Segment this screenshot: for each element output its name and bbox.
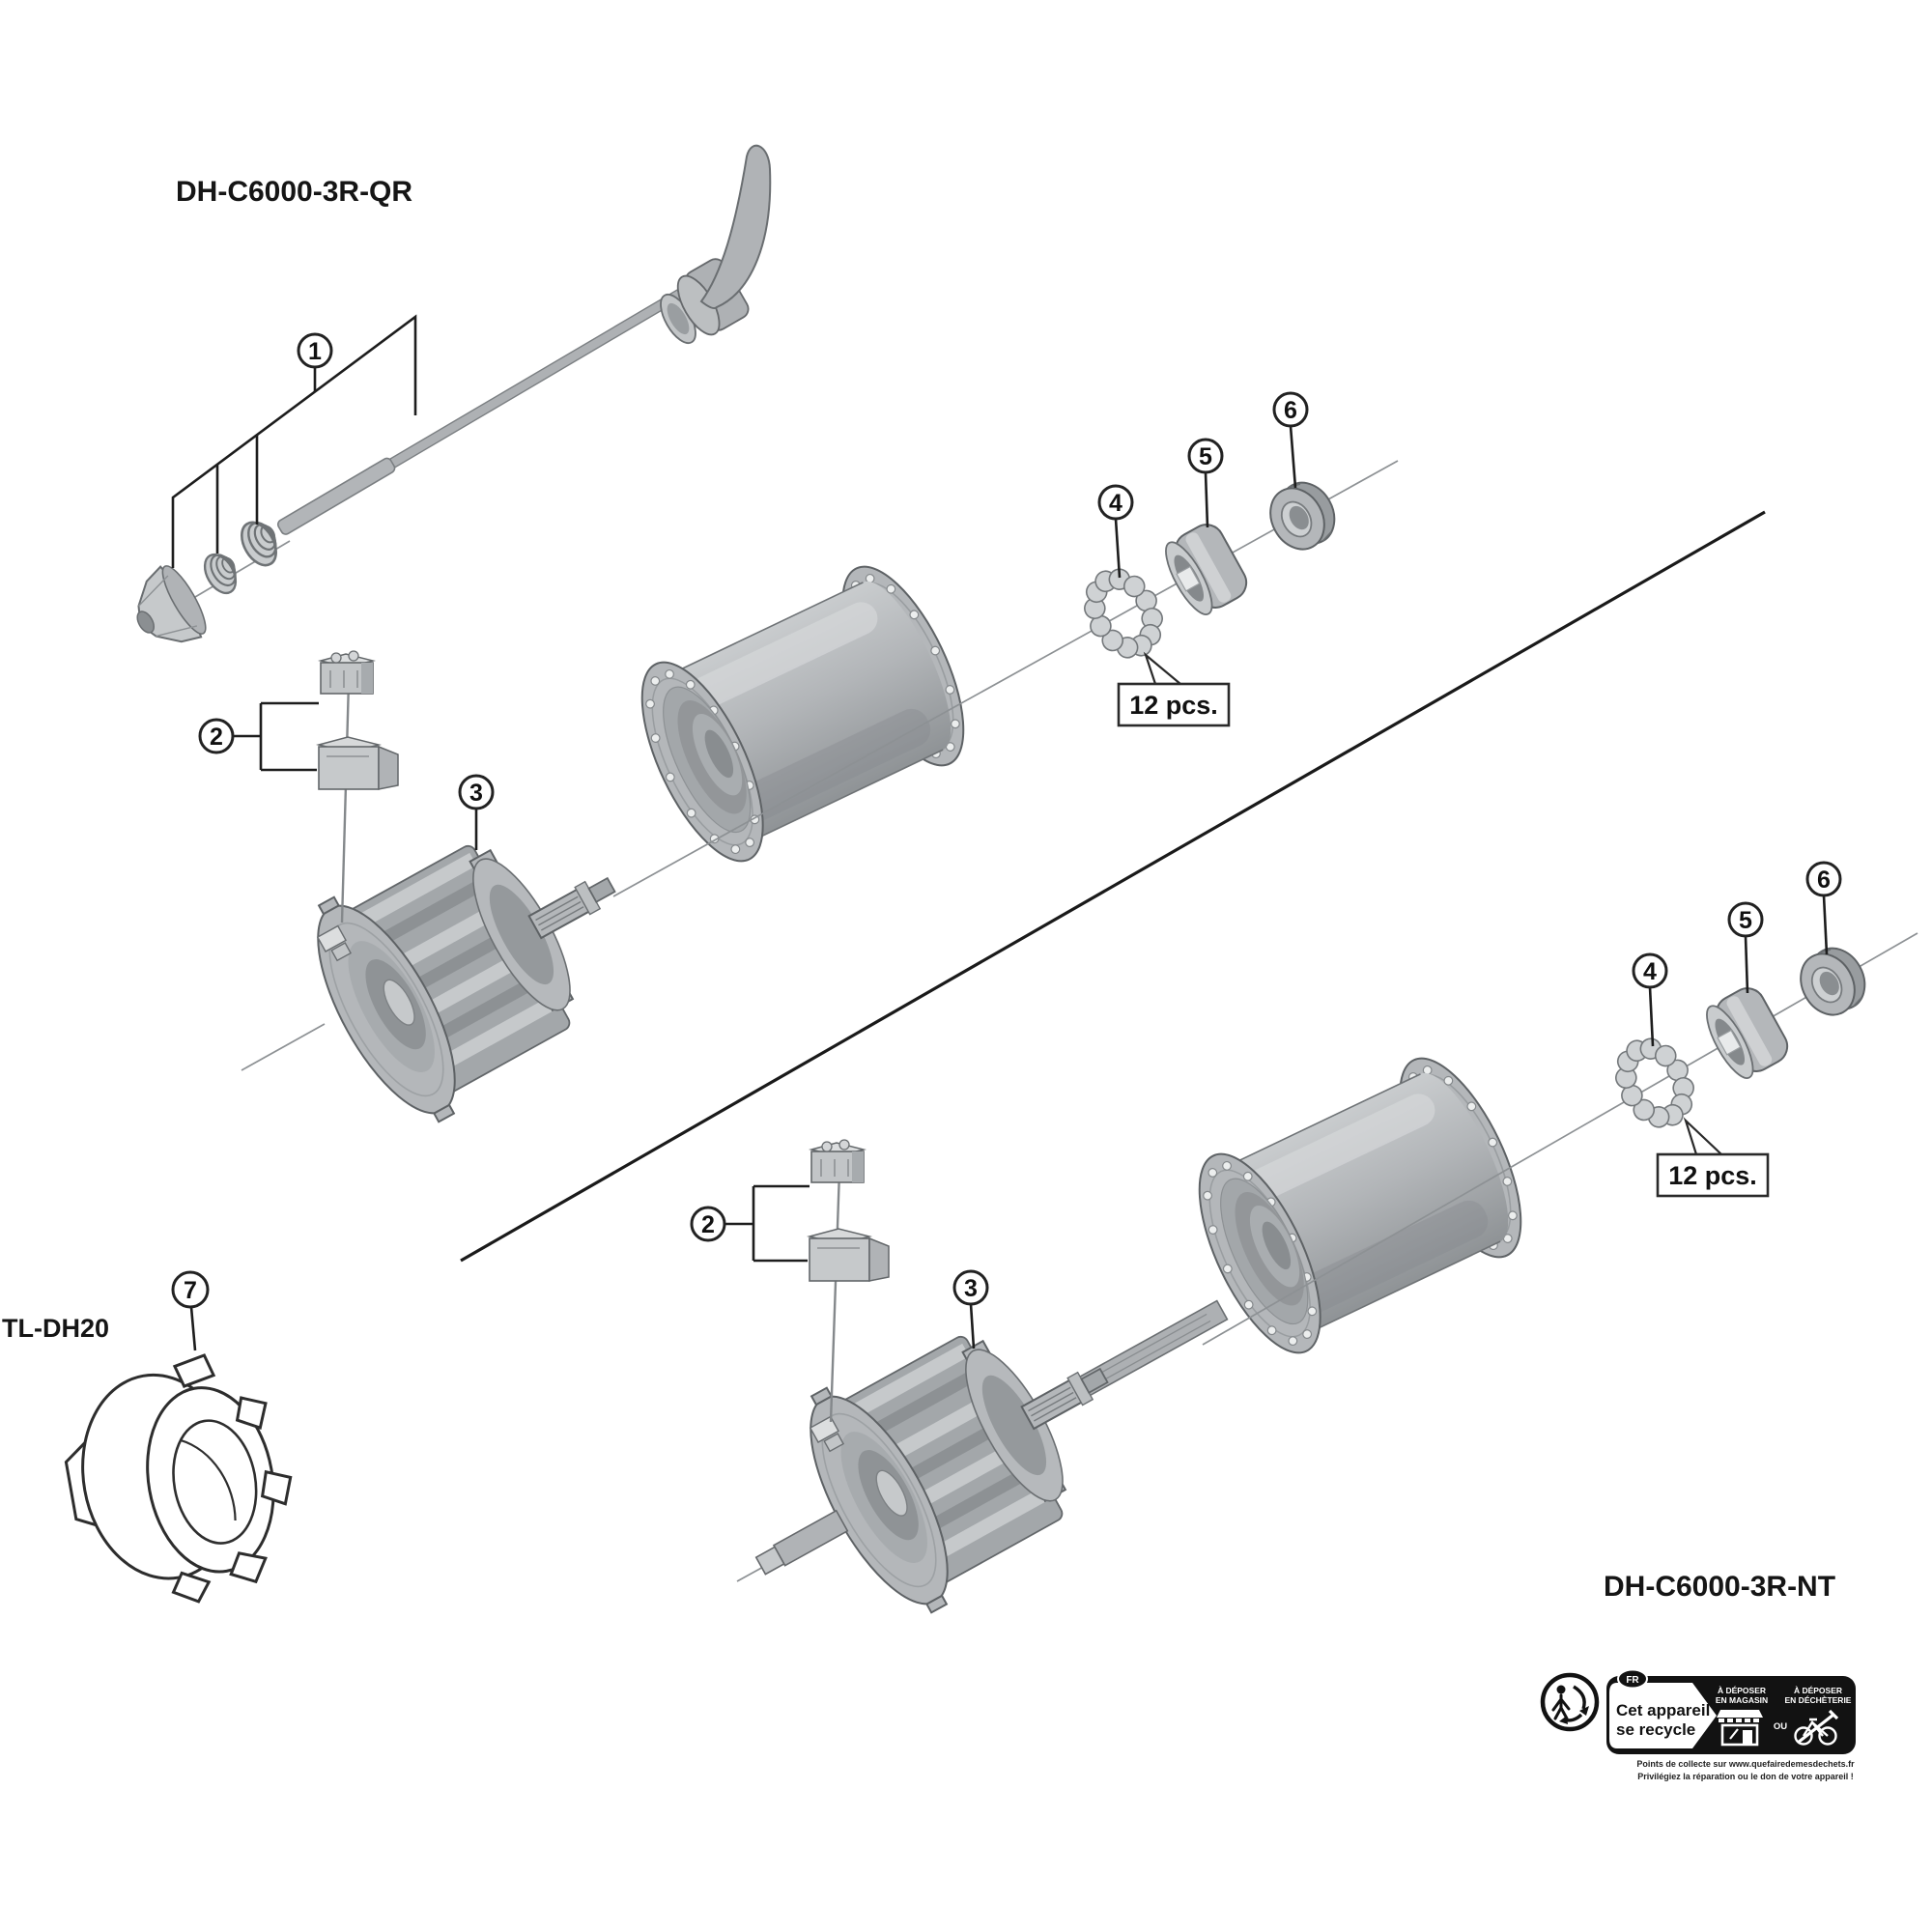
bubble-line2: se recycle bbox=[1616, 1720, 1695, 1739]
dynamo-wire-top bbox=[340, 680, 351, 923]
option2-line1: À DÉPOSER bbox=[1794, 1686, 1842, 1695]
qr-skewer-rod bbox=[276, 289, 684, 535]
callout-6-bottom: 6 bbox=[1805, 861, 1842, 897]
lockring-tool-group: 7 TL-DH20 bbox=[2, 1270, 293, 1604]
svg-text:7: 7 bbox=[184, 1277, 197, 1304]
option2-line2: EN DÉCHÈTERIE bbox=[1785, 1695, 1852, 1705]
top-model-title: DH-C6000-3R-QR bbox=[176, 176, 412, 208]
bubble-line1: Cet appareil bbox=[1616, 1701, 1710, 1719]
callout-6-top: 6 bbox=[1272, 391, 1309, 428]
callout-6-top-leader bbox=[1289, 425, 1297, 489]
axle-centerline bbox=[241, 1023, 326, 1071]
recycle-footer-line2: Privilégiez la réparation ou le don de v… bbox=[1637, 1772, 1854, 1781]
ball-retainer-bottom bbox=[1599, 1023, 1711, 1143]
junction-connector-large-top bbox=[318, 736, 399, 790]
top-assembly-dh-c6000-3r-qr: 12 pcs. 1 2 3 bbox=[136, 144, 1399, 1141]
bicycle-repair-icon bbox=[1794, 1709, 1839, 1746]
svg-text:5: 5 bbox=[1199, 443, 1212, 470]
cone-nut-bottom bbox=[1697, 980, 1795, 1086]
or-word: OU bbox=[1774, 1721, 1787, 1732]
recycle-footer-line1: Points de collecte sur www.quefairedemes… bbox=[1636, 1759, 1855, 1769]
qty-text-top: 12 pcs. bbox=[1129, 691, 1218, 720]
svg-text:6: 6 bbox=[1817, 867, 1831, 894]
callout-5-bottom: 5 bbox=[1727, 901, 1764, 938]
qty-label-bottom: 12 pcs. bbox=[1656, 1117, 1770, 1198]
recycle-label: Cet appareil se recycle FR À DÉPOSER EN … bbox=[1540, 1668, 1856, 1781]
triman-recycle-icon bbox=[1540, 1672, 1600, 1732]
locknut-bottom bbox=[1789, 937, 1877, 1026]
svg-text:5: 5 bbox=[1739, 907, 1752, 934]
callout-4-bottom: 4 bbox=[1632, 952, 1668, 989]
option1-line1: À DÉPOSER bbox=[1718, 1686, 1766, 1695]
callout-5-top: 5 bbox=[1187, 438, 1224, 474]
svg-text:6: 6 bbox=[1284, 397, 1297, 424]
callout-2-bottom-leader bbox=[724, 1184, 810, 1263]
callout-2-bottom: 2 bbox=[690, 1206, 726, 1242]
svg-text:3: 3 bbox=[964, 1275, 978, 1302]
callout-5-top-leader bbox=[1204, 471, 1209, 528]
svg-text:3: 3 bbox=[469, 780, 483, 807]
hub-shell-bottom bbox=[1175, 1041, 1545, 1369]
callout-4-top-leader bbox=[1114, 518, 1122, 579]
callout-2-top: 2 bbox=[198, 718, 235, 754]
svg-text:2: 2 bbox=[701, 1211, 715, 1238]
bottom-assembly-dh-c6000-3r-nt: 12 pcs. 2 3 4 5 bbox=[690, 861, 1918, 1632]
callout-2-top-leader bbox=[233, 701, 319, 772]
hub-shell-top bbox=[617, 550, 987, 877]
junction-connector-large-bottom bbox=[809, 1228, 890, 1282]
tool-model-title: TL-DH20 bbox=[2, 1314, 109, 1343]
qr-release-lever bbox=[660, 144, 772, 345]
svg-text:4: 4 bbox=[1643, 958, 1657, 985]
svg-text:4: 4 bbox=[1109, 490, 1122, 517]
divider-line bbox=[460, 510, 1766, 1263]
svg-text:FR: FR bbox=[1626, 1675, 1639, 1686]
junction-connector-small-top bbox=[320, 650, 374, 695]
callout-4-top: 4 bbox=[1097, 484, 1134, 521]
callout-3-top: 3 bbox=[458, 774, 495, 810]
dynamo-wire-bottom bbox=[829, 1170, 841, 1423]
callout-3-bottom: 3 bbox=[952, 1269, 989, 1306]
exploded-axis-bottom bbox=[1202, 932, 1918, 1346]
callout-4-bottom-leader bbox=[1648, 986, 1655, 1047]
callout-1-leader bbox=[171, 314, 417, 568]
dynamo-unit-bottom bbox=[754, 1266, 1229, 1632]
qr-end-nut bbox=[136, 565, 207, 643]
recycle-bubble bbox=[1609, 1683, 1717, 1748]
svg-text:1: 1 bbox=[308, 338, 322, 365]
callout-6-bottom-leader bbox=[1822, 895, 1829, 955]
qty-text-bottom: 12 pcs. bbox=[1668, 1161, 1757, 1190]
svg-text:2: 2 bbox=[210, 724, 223, 751]
callout-3-bottom-leader bbox=[969, 1303, 976, 1350]
callout-5-bottom-leader bbox=[1744, 935, 1749, 994]
store-icon bbox=[1717, 1710, 1763, 1747]
bottom-model-title: DH-C6000-3R-NT bbox=[1604, 1571, 1835, 1603]
lockring-tool bbox=[64, 1353, 293, 1604]
callout-1: 1 bbox=[297, 332, 333, 369]
option1-line2: EN MAGASIN bbox=[1716, 1695, 1768, 1705]
junction-connector-small-bottom bbox=[810, 1139, 865, 1183]
cone-nut-top bbox=[1156, 517, 1254, 622]
exploded-axis-top bbox=[612, 460, 1399, 897]
callout-7: 7 bbox=[171, 1270, 210, 1309]
fr-badge: FR bbox=[1617, 1668, 1648, 1690]
qty-label-top: 12 pcs. bbox=[1117, 651, 1231, 727]
callout-7-leader bbox=[189, 1306, 197, 1351]
locknut-top bbox=[1259, 471, 1347, 560]
